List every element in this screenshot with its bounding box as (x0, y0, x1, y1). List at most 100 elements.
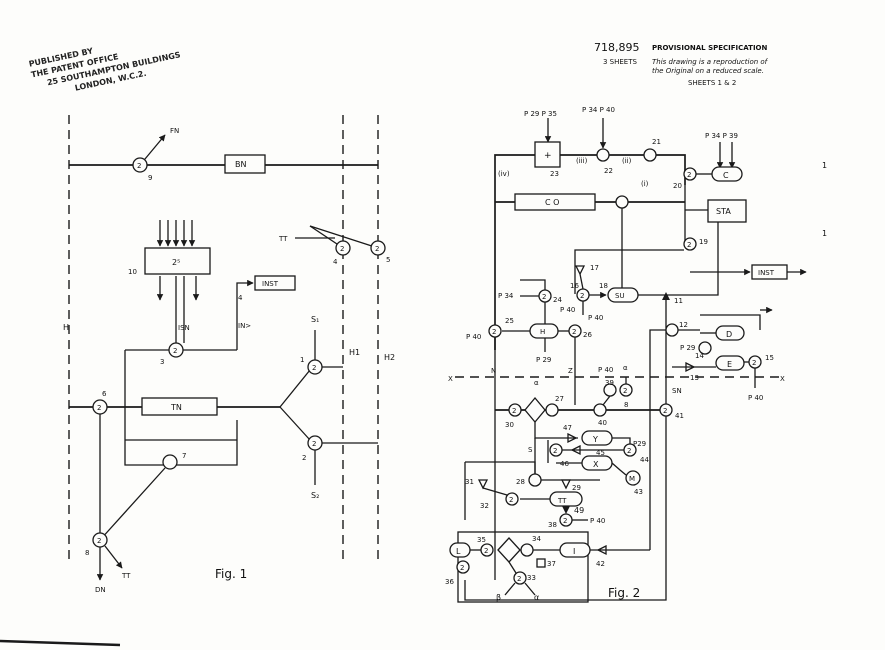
fig2-node-36-digit: 2 (460, 564, 464, 572)
fig2-box-co-label: C O (545, 198, 559, 207)
fig1-label-tt-top: TT (278, 235, 288, 243)
fig2-node-21 (643, 148, 657, 162)
fig2-label-p40-f: P 40 (590, 517, 605, 525)
fig2-17-line (579, 273, 584, 290)
fig2-node-12 (665, 323, 679, 337)
fig2-box-co (514, 193, 596, 211)
fig1-label-9: 9 (148, 174, 152, 182)
fig1-fork-down (279, 406, 311, 441)
fig2-node-34 (520, 543, 534, 557)
fig2-label-32: 32 (480, 502, 489, 510)
fig2-label-14: 14 (695, 352, 704, 360)
fig1-block-10-label: 2⁵ (172, 258, 180, 267)
fig2-label-31: 31 (465, 478, 474, 486)
fig1-label-4b: 4 (238, 294, 243, 302)
fig1-label-10: 10 (128, 268, 137, 276)
fig2-diamond-27 (524, 396, 546, 424)
fig2-label-15: 15 (765, 354, 774, 362)
fig2-arrow-11 (662, 292, 670, 300)
fig2-label-sn: SN (672, 387, 682, 395)
fig2-label-29: 29 (572, 484, 581, 492)
fig2-label-45: 45 (596, 449, 605, 457)
fig2-label-20: 20 (673, 182, 682, 190)
fig1-label-h1: H1 (349, 348, 360, 357)
fig2-34-33 (508, 561, 517, 574)
fig1-fork-up (279, 369, 311, 408)
fig2-label-42: 42 (596, 560, 605, 568)
fig2-42-up (649, 329, 666, 550)
fig2-label-21: 21 (652, 138, 661, 146)
patent-office-stamp: PUBLISHED BY THE PATENT OFFICE 25 SOUTHA… (28, 46, 182, 92)
fig2-valve-47 (567, 432, 578, 444)
fig2-box-l-label: L (456, 547, 461, 556)
fig2-label-13: 13 (690, 374, 699, 382)
fig2-node-30-digit: 2 (512, 407, 516, 415)
fig1-node-9 (132, 157, 148, 173)
reproduction-note-2: the Original on a reduced scale. (652, 67, 764, 75)
fig2-label-47: 47 (563, 424, 572, 432)
fig2-label-24: 24 (553, 296, 562, 304)
fig2-node-46-digit: 2 (553, 447, 557, 455)
fig2-label-p40-d: P 40 (748, 394, 763, 402)
fig2-box-37 (536, 558, 546, 568)
fig1-node-4-digit: 2 (340, 245, 344, 253)
fig2-node-36 (456, 560, 470, 574)
fig2-label-26: 26 (583, 331, 592, 339)
fig2-box-d-label: D (726, 330, 732, 339)
fig2-x-m (611, 462, 627, 476)
fig2-node-15-digit: 2 (752, 359, 756, 367)
fig2-28-feed (465, 461, 536, 478)
fig2-box-x-label: X (593, 460, 599, 469)
fig1-box-inst (254, 275, 296, 291)
fig2-box-plus (534, 141, 561, 168)
figure-1: H H1 H2 BN FN 2 9 TT 2 4 2 5 2⁵ 10 (63, 115, 395, 594)
fig1-box-inst-label: INST (262, 280, 279, 288)
fig1-loop-line (124, 350, 238, 466)
fig2-box-i-label: I (573, 547, 575, 556)
fig2-label-iii: (iii) (576, 157, 588, 165)
figure-2: P 29 P 35 P 34 P 40 P 34 P 39 + 23 22 21… (445, 106, 807, 603)
fig2-node-22 (596, 148, 610, 162)
fig2-valve-31 (477, 479, 489, 490)
fig2-node-16-digit: 2 (580, 292, 584, 300)
fig2-box-m-label: M (629, 475, 635, 483)
fig2-node-39b-digit: 2 (623, 387, 627, 395)
fig1-node-8-digit: 2 (97, 537, 101, 545)
fig2-box-m (625, 470, 641, 486)
fig2-d-top (700, 314, 761, 330)
fig2-label-beta: β (496, 593, 501, 602)
fig2-label-41: 41 (675, 412, 684, 420)
fig1-label-tt-bottom: TT (121, 572, 131, 580)
fig1-node-6-digit: 2 (97, 404, 101, 412)
fig2-box-sta (707, 199, 747, 223)
fig2-label-8: 8 (624, 401, 628, 409)
fig2-node-38-digit: 2 (563, 517, 567, 525)
fig1-label-4: 4 (333, 258, 338, 266)
fig2-label-19: 19 (699, 238, 708, 246)
fig1-label-2: 2 (302, 454, 306, 462)
fig2-label-33: 33 (527, 574, 536, 582)
fig2-39-40 (602, 395, 611, 406)
fig2-label-p40-b: P 40 (560, 306, 575, 314)
fig2-box-y-label: Y (592, 435, 598, 444)
fig1-label-s1: S₁ (311, 315, 319, 324)
fig1-label-dn: DN (95, 586, 106, 594)
fig2-label-27: 27 (555, 395, 564, 403)
fig2-node-35-digit: 2 (484, 547, 488, 555)
fig1-label-h: H (63, 323, 69, 332)
fig2-box-tt-label: TT (557, 497, 567, 505)
fig2-label-i: (i) (641, 180, 649, 188)
fig2-node-32-digit: 2 (509, 496, 513, 504)
fig1-tt-arrow (104, 545, 123, 569)
fig2-label-17: 17 (590, 264, 599, 272)
fig1-label-h2: H2 (384, 353, 395, 362)
fig2-label-ii: (ii) (622, 157, 632, 165)
fig1-tt-diag-5 (309, 225, 379, 249)
fig2-node-14 (698, 341, 712, 355)
fig2-label-p29-a: P 29 (536, 356, 551, 364)
fig2-valve-17 (574, 265, 586, 276)
fig2-su-upper-line (574, 249, 684, 294)
fig2-node-44-digit: 2 (627, 447, 631, 455)
fig2-label-x-right: X (780, 375, 785, 383)
